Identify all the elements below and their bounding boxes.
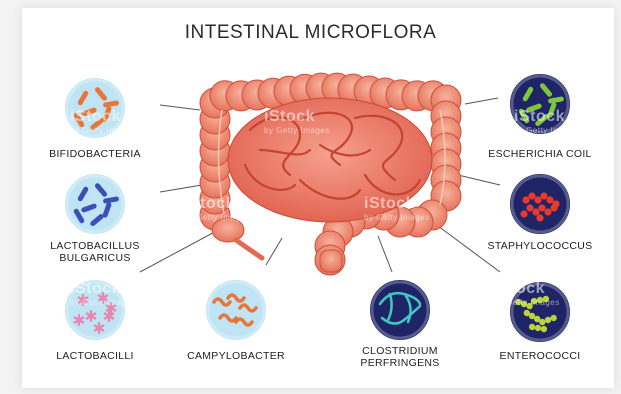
escherichia-coli-label: ESCHERICHIA COIL — [480, 148, 600, 160]
staphylococcus-label-line: STAPHYLOCOCCUS — [480, 240, 600, 252]
bacterium-coccus — [536, 214, 543, 221]
bacterium-coccus — [540, 192, 547, 199]
connector-campylobacter — [266, 238, 282, 265]
campylobacter-circle — [205, 279, 267, 341]
connector-staphylococcus — [458, 175, 500, 185]
clostridium-perfringens-illustration — [369, 279, 431, 341]
clostridium-perfringens-circle — [369, 279, 431, 341]
connector-escherichia-coli — [465, 98, 498, 104]
bacterium-coccus — [538, 204, 545, 211]
staphylococcus-illustration — [509, 173, 571, 235]
bifidobacteria-label-line: BIFIDOBACTERIA — [35, 148, 155, 160]
bacterium-coccus — [532, 208, 539, 215]
clostridium-perfringens-label-line: PERFRINGENS — [340, 357, 460, 369]
lactobacillus-bulgaricus-label-line: LACTOBACILLUS — [35, 240, 155, 252]
bacterium-coccus — [546, 196, 553, 203]
bifidobacteria-label: BIFIDOBACTERIA — [35, 148, 155, 160]
enterococci-label-line: ENTEROCOCCI — [480, 350, 600, 362]
campylobacter-label: CAMPYLOBACTER — [176, 350, 296, 362]
bacterium-coccus — [528, 192, 535, 199]
connector-clostridium-perfringens — [378, 236, 392, 272]
bacterium-coccus — [522, 196, 529, 203]
staphylococcus-circle — [509, 173, 571, 235]
bacterium-coccus — [526, 204, 533, 211]
lactobacillus-bulgaricus-label-line: BULGARICUS — [35, 252, 155, 264]
bacterium-coccus — [550, 204, 557, 211]
bacterium-coccus — [544, 208, 551, 215]
lactobacilli-label-line: LACTOBACILLI — [35, 350, 155, 362]
lactobacillus-bulgaricus-illustration — [64, 173, 126, 235]
connector-lactobacillus-bulgaricus — [160, 185, 202, 192]
intestine-illustration — [200, 73, 461, 275]
connector-bifidobacteria — [160, 105, 200, 110]
bacterium-coccus — [520, 210, 527, 217]
escherichia-coli-label-line: ESCHERICHIA COIL — [480, 148, 600, 160]
staphylococcus-label: STAPHYLOCOCCUS — [480, 240, 600, 252]
enterococci-label: ENTEROCOCCI — [480, 350, 600, 362]
campylobacter-illustration — [205, 279, 267, 341]
lactobacilli-label: LACTOBACILLI — [35, 350, 155, 362]
clostridium-perfringens-label-line: CLOSTRIDIUM — [340, 345, 460, 357]
campylobacter-label-line: CAMPYLOBACTER — [176, 350, 296, 362]
bacterium-coccus — [534, 196, 541, 203]
